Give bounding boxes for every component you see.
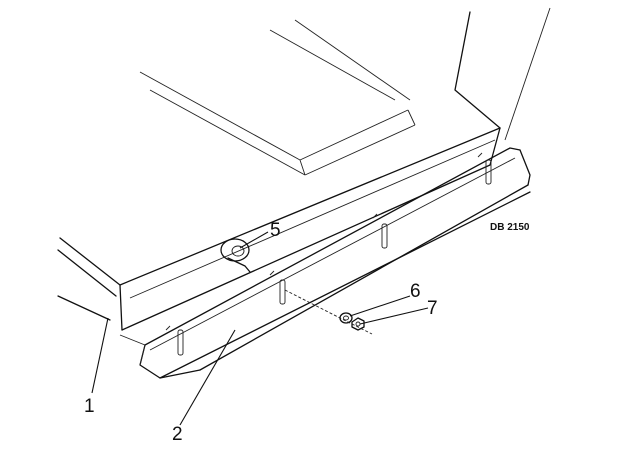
car-body xyxy=(57,7,551,346)
callout-6: 6 xyxy=(410,281,421,302)
figure-reference-code: DB 2150 xyxy=(490,222,530,233)
callout-2: 2 xyxy=(172,424,183,445)
callout-7: 7 xyxy=(427,298,438,319)
washer-part-6 xyxy=(339,312,353,324)
callout-1: 1 xyxy=(84,396,95,417)
assembly-axis xyxy=(284,289,373,335)
rear-bumper xyxy=(139,147,531,379)
bolt-part-5 xyxy=(220,238,251,273)
leader-lines xyxy=(91,231,429,426)
callout-5: 5 xyxy=(270,220,281,241)
